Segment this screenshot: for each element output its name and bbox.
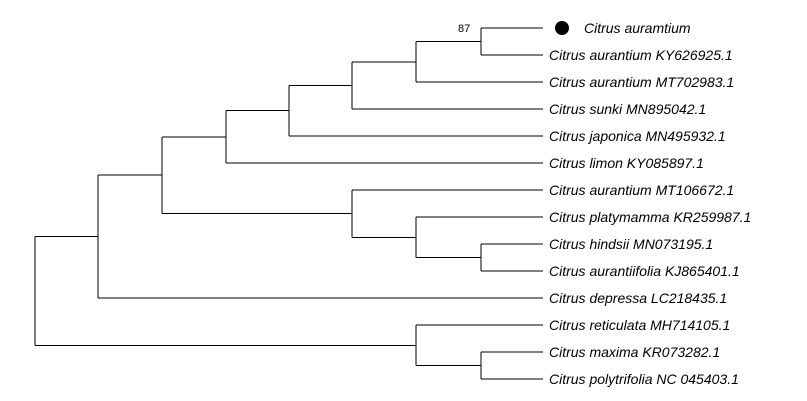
taxon-label: Citrus platymamma KR259987.1 [549,209,751,225]
taxon-label: Citrus japonica MN495932.1 [549,128,726,144]
marker-dot [555,21,569,35]
taxon-label: Citrus reticulata MH714105.1 [549,317,730,333]
taxon-label: Citrus polytrifolia NC 045403.1 [549,371,739,387]
taxon-label: Citrus limon KY085897.1 [549,155,704,171]
taxon-label: Citrus aurantiifolia KJ865401.1 [549,263,740,279]
bootstrap-value: 87 [458,23,470,35]
taxon-label-citrus-auramtium: Citrus auramtium [584,20,691,36]
taxon-label: Citrus aurantium KY626925.1 [549,47,733,63]
taxon-label: Citrus sunki MN895042.1 [549,101,706,117]
taxon-label: Citrus hindsii MN073195.1 [549,236,713,252]
taxon-labels: Citrus auramtium Citrus aurantium KY6269… [549,20,751,387]
taxon-label: Citrus depressa LC218435.1 [549,290,727,306]
tree-branches [34,27,543,380]
taxon-label: Citrus maxima KR073282.1 [549,344,720,360]
taxon-label: Citrus aurantium MT702983.1 [549,74,734,90]
taxon-label: Citrus aurantium MT106672.1 [549,182,734,198]
